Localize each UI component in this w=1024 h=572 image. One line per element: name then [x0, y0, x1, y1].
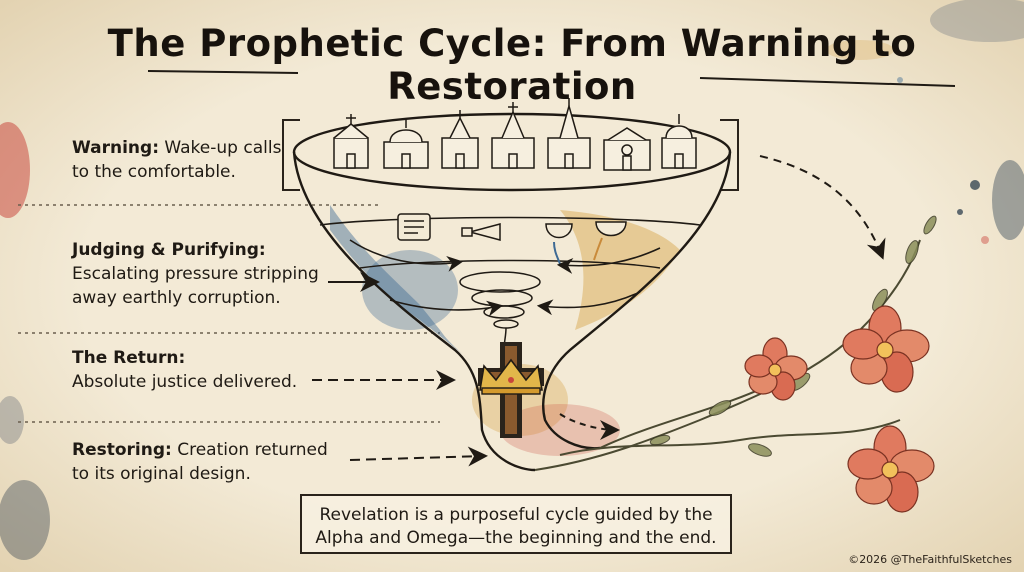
stage-restoring-heading: Restoring:	[72, 440, 172, 460]
trumpet-icon	[461, 223, 501, 241]
church-icon	[333, 114, 369, 169]
restoring-arrow	[349, 446, 488, 467]
vine-leaves	[649, 215, 937, 457]
connector-arrows	[312, 155, 886, 467]
flower-icon	[847, 425, 935, 513]
church-icon	[441, 110, 479, 169]
church-icon	[383, 118, 429, 169]
whirlwind-icon	[459, 271, 541, 351]
page-title: The Prophetic Cycle: From Warning to Res…	[107, 22, 917, 108]
warning-bracket	[282, 119, 739, 191]
flower-icon	[842, 305, 930, 393]
stage-judging-heading: Judging & Purifying:	[72, 240, 266, 260]
stage-return-text: Absolute justice delivered.	[72, 372, 298, 392]
stage-judging-text: Escalating pressure stripping away earth…	[72, 264, 319, 308]
stage-judging: Judging & Purifying: Escalating pressure…	[72, 238, 332, 310]
flower-blooms	[744, 305, 935, 513]
church-row	[333, 98, 697, 171]
stage-return: The Return: Absolute justice delivered.	[72, 346, 312, 394]
church-icon	[603, 127, 651, 171]
flower-icon	[744, 337, 808, 401]
stage-warning-heading: Warning:	[72, 138, 160, 158]
credit-text: ©2026 @TheFaithfulSketches	[848, 553, 1012, 566]
watercolor-splatters	[0, 0, 1024, 560]
summary-callout: Revelation is a purposeful cycle guided …	[300, 494, 732, 554]
bowl-icon	[593, 221, 627, 261]
stage-warning-text: Wake-up calls to the comfortable.	[72, 138, 282, 182]
section-dividers	[18, 204, 440, 423]
stage-return-heading: The Return:	[72, 348, 186, 368]
church-icon	[491, 102, 535, 169]
stage-warning: Warning: Wake-up calls to the comfortabl…	[72, 136, 302, 184]
title-underlines	[147, 70, 956, 87]
church-icon	[661, 114, 697, 169]
stage-restoring: Restoring: Creation returned to its orig…	[72, 438, 342, 486]
crown-icon	[479, 358, 543, 395]
scroll-icon	[397, 213, 431, 241]
church-icon	[547, 98, 591, 169]
stage-restoring-text: Creation returned to its original design…	[72, 440, 328, 484]
restoring-flow-arrow	[559, 413, 620, 440]
warning-flow-arrow	[759, 155, 886, 260]
